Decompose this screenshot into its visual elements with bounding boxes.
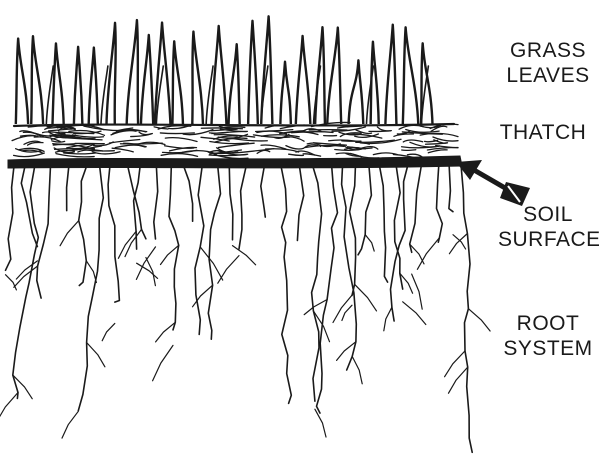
root-strand: [312, 166, 322, 401]
grass-blade: [172, 41, 183, 126]
grass-blade: [403, 27, 419, 126]
grass-blade: [74, 47, 83, 126]
grass-blade: [127, 20, 139, 126]
root-branch: [156, 322, 176, 342]
root-branch: [365, 235, 374, 252]
label-root-system-line-1: ROOT: [498, 311, 598, 336]
root-strand: [79, 166, 87, 286]
grass-blade: [211, 26, 226, 126]
grass-blade: [106, 23, 115, 126]
root-strand: [229, 166, 233, 240]
root-branch: [60, 221, 79, 246]
thatch-top-edge: [14, 124, 454, 126]
grass-blade: [141, 35, 153, 126]
root-system-drawing: [0, 166, 490, 452]
label-root-system-line-2: SYSTEM: [498, 336, 598, 361]
root-branch: [87, 343, 105, 367]
grass-blade: [192, 32, 203, 126]
label-root-system: ROOT SYSTEM: [498, 311, 598, 361]
thatch-fiber: [160, 133, 194, 134]
label-thatch-line-1: THATCH: [488, 120, 598, 145]
grass-blade: [348, 60, 363, 126]
root-strand: [297, 166, 303, 240]
label-soil-surface-line-2: SURFACE: [498, 227, 598, 252]
root-strand: [342, 166, 357, 370]
root-strand: [134, 166, 141, 249]
root-branch: [342, 305, 352, 320]
grass-blade: [327, 28, 341, 126]
root-branch: [384, 307, 392, 331]
root-strand: [461, 166, 472, 452]
root-strand: [154, 166, 158, 239]
label-soil-surface-line-1: SOIL: [498, 202, 598, 227]
soil-surface-arrow-icon: [456, 160, 530, 206]
grass-blade: [89, 48, 98, 126]
root-strand: [239, 166, 246, 249]
root-branch: [6, 275, 17, 290]
grass-blade: [16, 39, 28, 126]
root-branch: [352, 356, 362, 383]
label-soil-surface: SOIL SURFACE: [498, 202, 598, 252]
root-strand: [184, 166, 193, 221]
root-branch: [86, 261, 96, 283]
root-strand: [169, 166, 179, 330]
root-branch: [137, 263, 158, 278]
root-strand: [449, 166, 453, 212]
root-strand: [358, 166, 371, 255]
grass-blade: [371, 42, 379, 126]
label-grass-leaves-line-1: GRASS: [498, 38, 598, 63]
root-branch: [468, 309, 490, 331]
grass-blade: [315, 27, 325, 126]
root-branch: [233, 246, 256, 265]
root-branch: [153, 345, 173, 380]
grass-leaves-drawing: [16, 16, 433, 126]
root-branch: [449, 367, 468, 393]
root-strand: [281, 166, 291, 403]
thatch-layer-drawing: [12, 122, 458, 158]
root-strand: [108, 166, 119, 302]
root-branch: [218, 256, 239, 284]
root-strand: [394, 166, 402, 289]
root-branch: [16, 261, 37, 279]
root-strand: [6, 166, 15, 270]
grass-blade: [31, 36, 43, 126]
root-branch: [417, 238, 439, 269]
root-strand: [21, 166, 37, 247]
root-branch: [412, 274, 423, 309]
grass-blade: [280, 62, 291, 126]
grass-blade: [385, 25, 396, 126]
root-branch: [0, 393, 18, 422]
root-strand: [37, 166, 51, 298]
root-strand: [261, 166, 266, 217]
grass-blade: [228, 44, 239, 126]
root-strand: [67, 166, 69, 211]
root-branch: [403, 302, 426, 325]
root-strand: [208, 166, 220, 339]
label-grass-leaves: GRASS LEAVES: [498, 38, 598, 88]
root-strand: [380, 166, 388, 282]
grass-blade: [296, 36, 311, 126]
label-thatch: THATCH: [488, 120, 598, 145]
root-strand: [437, 166, 443, 242]
root-branch: [102, 323, 115, 340]
grass-blade: [52, 43, 63, 126]
root-strand: [128, 166, 146, 239]
grass-blade: [248, 21, 258, 126]
root-branch: [355, 284, 377, 311]
thatch-fiber: [402, 150, 416, 151]
root-branch: [449, 234, 467, 254]
root-branch: [62, 411, 78, 438]
root-strand: [410, 166, 422, 252]
label-grass-leaves-line-2: LEAVES: [498, 63, 598, 88]
root-branch: [118, 231, 136, 258]
